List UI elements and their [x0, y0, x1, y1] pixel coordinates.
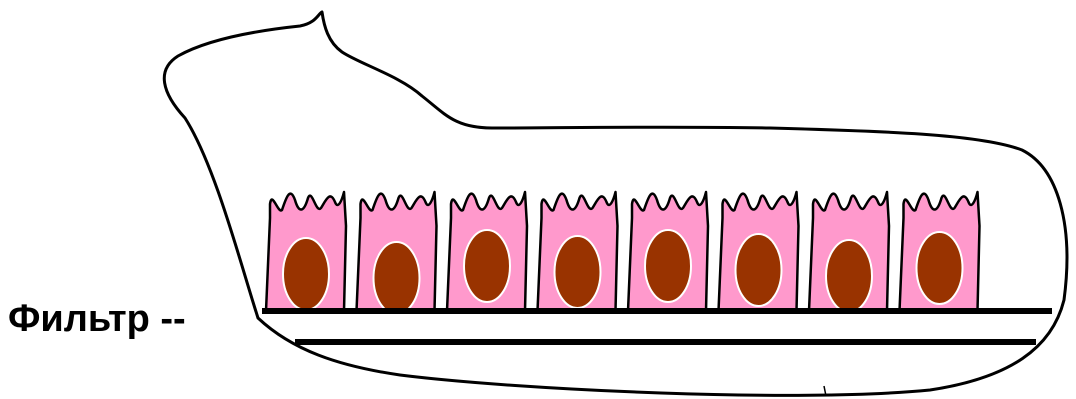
cell-nucleus [283, 238, 329, 310]
cell-nucleus [464, 230, 510, 302]
cell-nucleus [736, 234, 782, 306]
epithelial-cell [538, 192, 618, 311]
epithelial-cell [628, 192, 708, 311]
cell-nucleus [826, 240, 872, 312]
epithelial-cell [809, 192, 889, 312]
cell-nucleus [917, 232, 963, 304]
epithelial-cell [719, 192, 799, 311]
filter-label: Фильтр -- [8, 296, 186, 342]
cell-nucleus [645, 230, 691, 302]
epithelial-cell [900, 192, 980, 311]
epithelial-cell [447, 192, 527, 311]
cell-nucleus [374, 242, 420, 314]
epithelial-cell-layer [266, 192, 980, 314]
cell-nucleus [555, 236, 601, 308]
epithelial-cell [266, 192, 346, 311]
epithelial-cell [357, 192, 437, 314]
